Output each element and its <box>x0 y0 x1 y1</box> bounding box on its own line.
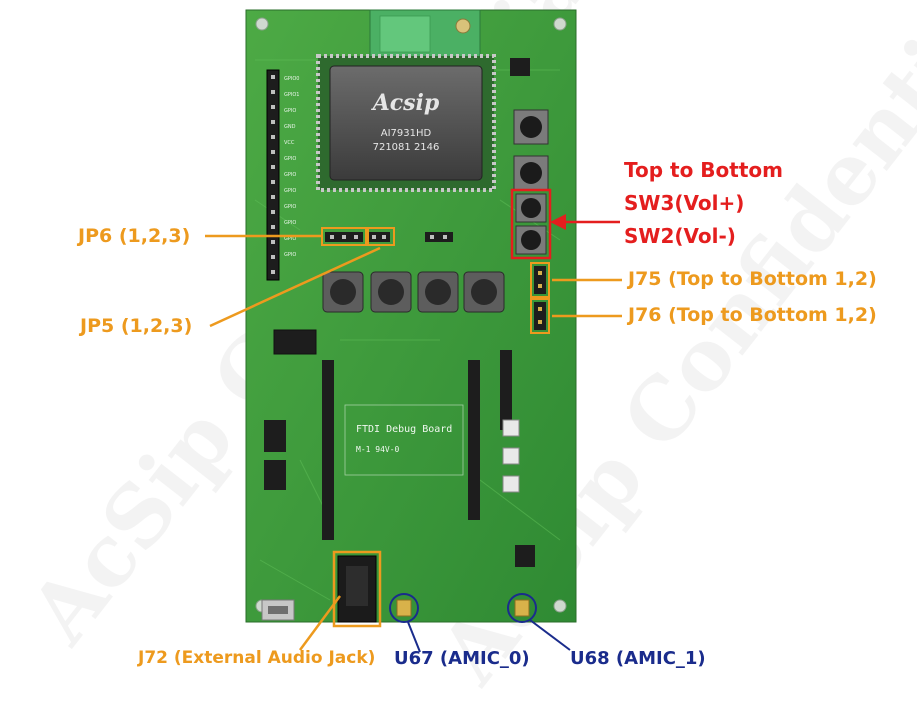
svg-text:GPIO: GPIO <box>284 172 296 178</box>
jumper-block <box>264 420 286 452</box>
j76-header <box>534 302 546 330</box>
jp5-jumper <box>368 232 390 242</box>
u68-mic <box>514 599 530 617</box>
led <box>502 475 520 493</box>
jp5-leader <box>209 246 381 328</box>
jp6-label: JP6 (1,2,3) <box>78 225 191 247</box>
jumper-bottom-right <box>515 545 535 567</box>
u67-highlight <box>389 593 419 623</box>
u67-label: U67 (AMIC_0) <box>394 648 530 669</box>
j72-leader <box>298 595 342 651</box>
j76-highlight <box>530 298 550 334</box>
top-to-bottom-label: Top to Bottom <box>624 158 783 182</box>
u68-highlight <box>507 593 537 623</box>
header-side-right <box>500 350 512 430</box>
u68-leader <box>529 619 571 651</box>
inductor-row <box>322 271 505 313</box>
top-right-component <box>510 58 530 76</box>
svg-text:VCC: VCC <box>284 140 295 146</box>
sw-highlight <box>510 188 552 260</box>
gpio-header <box>266 69 280 281</box>
led <box>502 419 520 437</box>
j75-highlight <box>530 262 550 298</box>
j72-highlight <box>332 550 382 628</box>
extra-jumper <box>425 232 453 242</box>
svg-text:GPIO: GPIO <box>284 108 296 114</box>
silk-outline <box>344 404 464 476</box>
svg-text:GPIO: GPIO <box>284 252 296 258</box>
board-rating: M-1 94V-0 <box>356 445 400 454</box>
j76-label: J76 (Top to Bottom 1,2) <box>628 304 877 326</box>
mount-hole <box>255 17 269 31</box>
u67-leader <box>407 621 421 653</box>
svg-text:GPIO: GPIO <box>284 188 296 194</box>
wifi-module <box>329 65 483 181</box>
sw2-label: SW2(Vol-) <box>624 224 736 248</box>
svg-text:GPIO: GPIO <box>284 156 296 162</box>
sw-arrow <box>550 214 620 230</box>
u68-label: U68 (AMIC_1) <box>570 648 706 669</box>
u67-mic <box>396 599 412 617</box>
svg-text:GPIO: GPIO <box>284 204 296 210</box>
module-model: AI7931HD <box>381 128 432 139</box>
ic-chip <box>273 329 317 355</box>
jp5-label: JP5 (1,2,3) <box>80 315 193 337</box>
header-left-long <box>322 360 334 540</box>
module-brand: Acsip <box>371 90 440 116</box>
svg-text:GPIO: GPIO <box>284 236 296 242</box>
j72-label: J72 (External Audio Jack) <box>138 648 376 668</box>
mount-hole <box>553 599 567 613</box>
j75-header <box>534 266 546 294</box>
module-serial: 721081 2146 <box>373 142 440 153</box>
svg-text:GPIO0: GPIO0 <box>284 76 299 82</box>
diagram-canvas: AcSip Confidential AcSip Confidential <box>10 0 917 701</box>
svg-text:GPIO: GPIO <box>284 220 296 226</box>
j75-label: J75 (Top to Bottom 1,2) <box>628 268 877 290</box>
svg-text:GPIO1: GPIO1 <box>284 92 299 98</box>
header-right-long <box>468 360 480 520</box>
mount-hole <box>553 17 567 31</box>
svg-text:GND: GND <box>284 124 296 130</box>
sw3-label: SW3(Vol+) <box>624 191 745 215</box>
jumper-block <box>264 460 286 490</box>
board-silkscreen: FTDI Debug Board <box>356 424 452 435</box>
led <box>502 447 520 465</box>
jp5-highlight <box>365 227 395 246</box>
